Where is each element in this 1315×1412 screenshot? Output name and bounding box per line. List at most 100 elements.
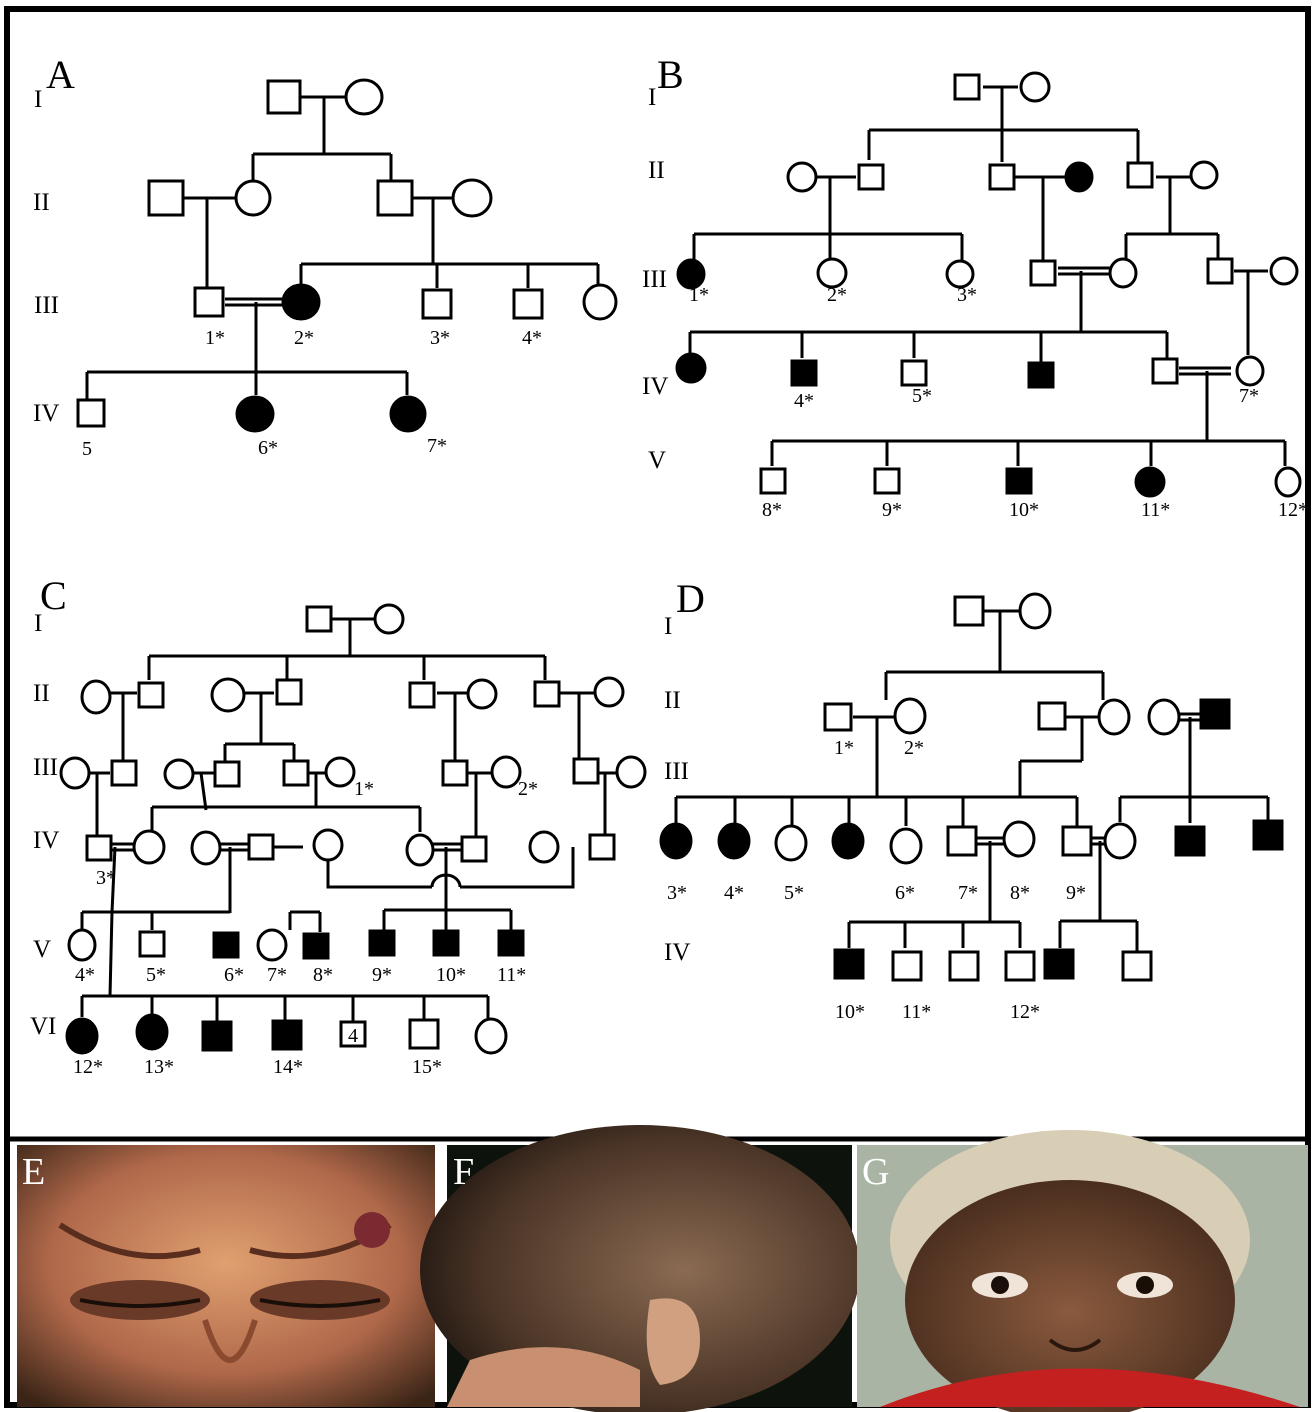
unaffected-male bbox=[277, 680, 301, 704]
unaffected-female bbox=[595, 678, 623, 706]
affected-female bbox=[833, 824, 863, 858]
individual-id: 10* bbox=[835, 1001, 865, 1023]
individual-id: 8* bbox=[762, 499, 782, 521]
unaffected-male bbox=[514, 290, 542, 318]
unaffected-female bbox=[346, 80, 382, 114]
line-of-descent bbox=[201, 773, 206, 810]
generation-label: IV bbox=[33, 400, 59, 427]
unaffected-female bbox=[61, 758, 89, 788]
affected-female bbox=[137, 1015, 167, 1049]
unaffected-female bbox=[492, 757, 520, 787]
generation-label: II bbox=[648, 157, 665, 184]
unaffected-male bbox=[825, 704, 851, 730]
individual-id: 6* bbox=[224, 964, 244, 986]
unaffected-female bbox=[584, 285, 616, 319]
unaffected-male bbox=[249, 835, 273, 859]
unaffected-male bbox=[378, 181, 412, 215]
unaffected-male bbox=[443, 761, 467, 785]
unaffected-female bbox=[212, 679, 244, 711]
unaffected-male bbox=[268, 81, 300, 113]
unaffected-male bbox=[1153, 359, 1177, 383]
individual-id: 13* bbox=[144, 1056, 174, 1078]
affected-male bbox=[499, 931, 523, 955]
affected-female bbox=[661, 824, 691, 858]
unaffected-female bbox=[1110, 259, 1136, 287]
unaffected-male bbox=[1006, 952, 1034, 980]
individual-id: 2* bbox=[294, 327, 314, 349]
photo-panel-e: E bbox=[17, 1145, 435, 1407]
unaffected-male bbox=[948, 827, 976, 855]
affected-male bbox=[304, 934, 328, 958]
generation-label: II bbox=[33, 189, 50, 216]
unaffected-male bbox=[902, 361, 926, 385]
individual-id: 12* bbox=[73, 1056, 103, 1078]
individual-id: 11* bbox=[1141, 499, 1170, 521]
unaffected-male bbox=[1128, 163, 1152, 187]
affected-male bbox=[1176, 827, 1204, 855]
unaffected-female bbox=[1021, 73, 1049, 101]
individual-id: 11* bbox=[902, 1001, 931, 1023]
affected-male bbox=[203, 1022, 231, 1050]
unaffected-female bbox=[407, 835, 433, 865]
unaffected-male bbox=[149, 181, 183, 215]
individual-id: 9* bbox=[882, 499, 902, 521]
individual-id: 7* bbox=[958, 882, 978, 904]
unaffected-male bbox=[1123, 952, 1151, 980]
unaffected-male bbox=[1031, 261, 1055, 285]
unaffected-male bbox=[955, 75, 979, 99]
unaffected-female bbox=[1237, 357, 1263, 385]
unaffected-male bbox=[410, 1020, 438, 1048]
affected-female bbox=[283, 285, 319, 319]
individual-id: 1* bbox=[834, 737, 854, 759]
unaffected-male bbox=[215, 762, 239, 786]
unaffected-male bbox=[535, 682, 559, 706]
unaffected-male bbox=[410, 683, 434, 707]
individual-id: 1* bbox=[205, 327, 225, 349]
unaffected-male bbox=[875, 469, 899, 493]
panel-letter-a: A bbox=[46, 52, 75, 97]
unaffected-female bbox=[69, 930, 95, 960]
individual-id: 7* bbox=[427, 435, 447, 457]
unaffected-male bbox=[284, 761, 308, 785]
photo-label-f: F bbox=[453, 1151, 474, 1193]
individual-id: 3* bbox=[957, 284, 977, 306]
unaffected-female bbox=[891, 829, 921, 863]
individual-id: 12* bbox=[1278, 499, 1308, 521]
unaffected-female bbox=[1149, 700, 1179, 734]
affected-female bbox=[677, 354, 705, 382]
generation-label: I bbox=[34, 610, 42, 637]
individual-id: 14* bbox=[273, 1056, 303, 1078]
affected-male bbox=[214, 933, 238, 957]
unaffected-female bbox=[453, 180, 491, 216]
generation-label: II bbox=[33, 680, 50, 707]
affected-female bbox=[1066, 163, 1092, 191]
unaffected-male bbox=[859, 165, 883, 189]
affected-male bbox=[1201, 700, 1229, 728]
affected-male bbox=[273, 1021, 301, 1049]
individual-id: 2* bbox=[827, 284, 847, 306]
unaffected-female bbox=[375, 605, 403, 633]
unaffected-female bbox=[192, 832, 220, 864]
individual-id: 1* bbox=[354, 778, 374, 800]
unaffected-female bbox=[1191, 162, 1217, 188]
affected-male bbox=[1007, 469, 1031, 493]
individual-id: 4* bbox=[794, 390, 814, 412]
unaffected-female bbox=[1271, 258, 1297, 284]
individual-id: 4* bbox=[75, 964, 95, 986]
unaffected-male bbox=[140, 932, 164, 956]
unaffected-female bbox=[326, 758, 354, 786]
affected-male bbox=[1254, 821, 1282, 849]
individual-id: 3* bbox=[667, 882, 687, 904]
individual-id: 4* bbox=[522, 327, 542, 349]
unaffected-female bbox=[617, 757, 645, 787]
individual-id: 10* bbox=[436, 964, 466, 986]
unaffected-female bbox=[1004, 822, 1034, 856]
panel-letter-b: B bbox=[657, 52, 684, 97]
unaffected-male bbox=[1063, 827, 1091, 855]
individual-id: 15* bbox=[412, 1056, 442, 1078]
individual-id: 2* bbox=[518, 778, 538, 800]
unaffected-male bbox=[574, 759, 598, 783]
unaffected-female bbox=[776, 826, 806, 860]
unaffected-female bbox=[818, 259, 846, 287]
generation-label: II bbox=[664, 687, 681, 714]
